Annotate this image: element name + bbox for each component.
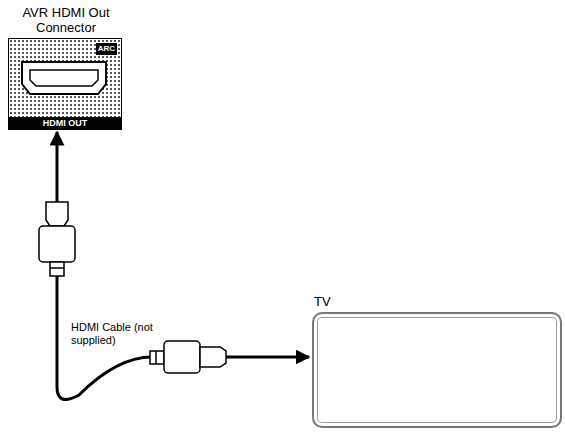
tv-label: TV <box>314 294 331 309</box>
hdmi-cable <box>57 132 309 400</box>
avr-hdmi-panel: AVR HDMI Out ConnectorARCHDMI OUT <box>8 38 122 130</box>
cable-label: HDMI Cable (not supplied) <box>71 321 153 347</box>
hdmi-plug <box>150 341 226 373</box>
port-label: HDMI OUT <box>9 117 121 129</box>
panel-heading: AVR HDMI Out Connector <box>1 5 131 35</box>
tv-screen: TV <box>312 312 562 428</box>
hdmi-plug <box>39 202 75 276</box>
arc-badge: ARC <box>96 43 117 55</box>
